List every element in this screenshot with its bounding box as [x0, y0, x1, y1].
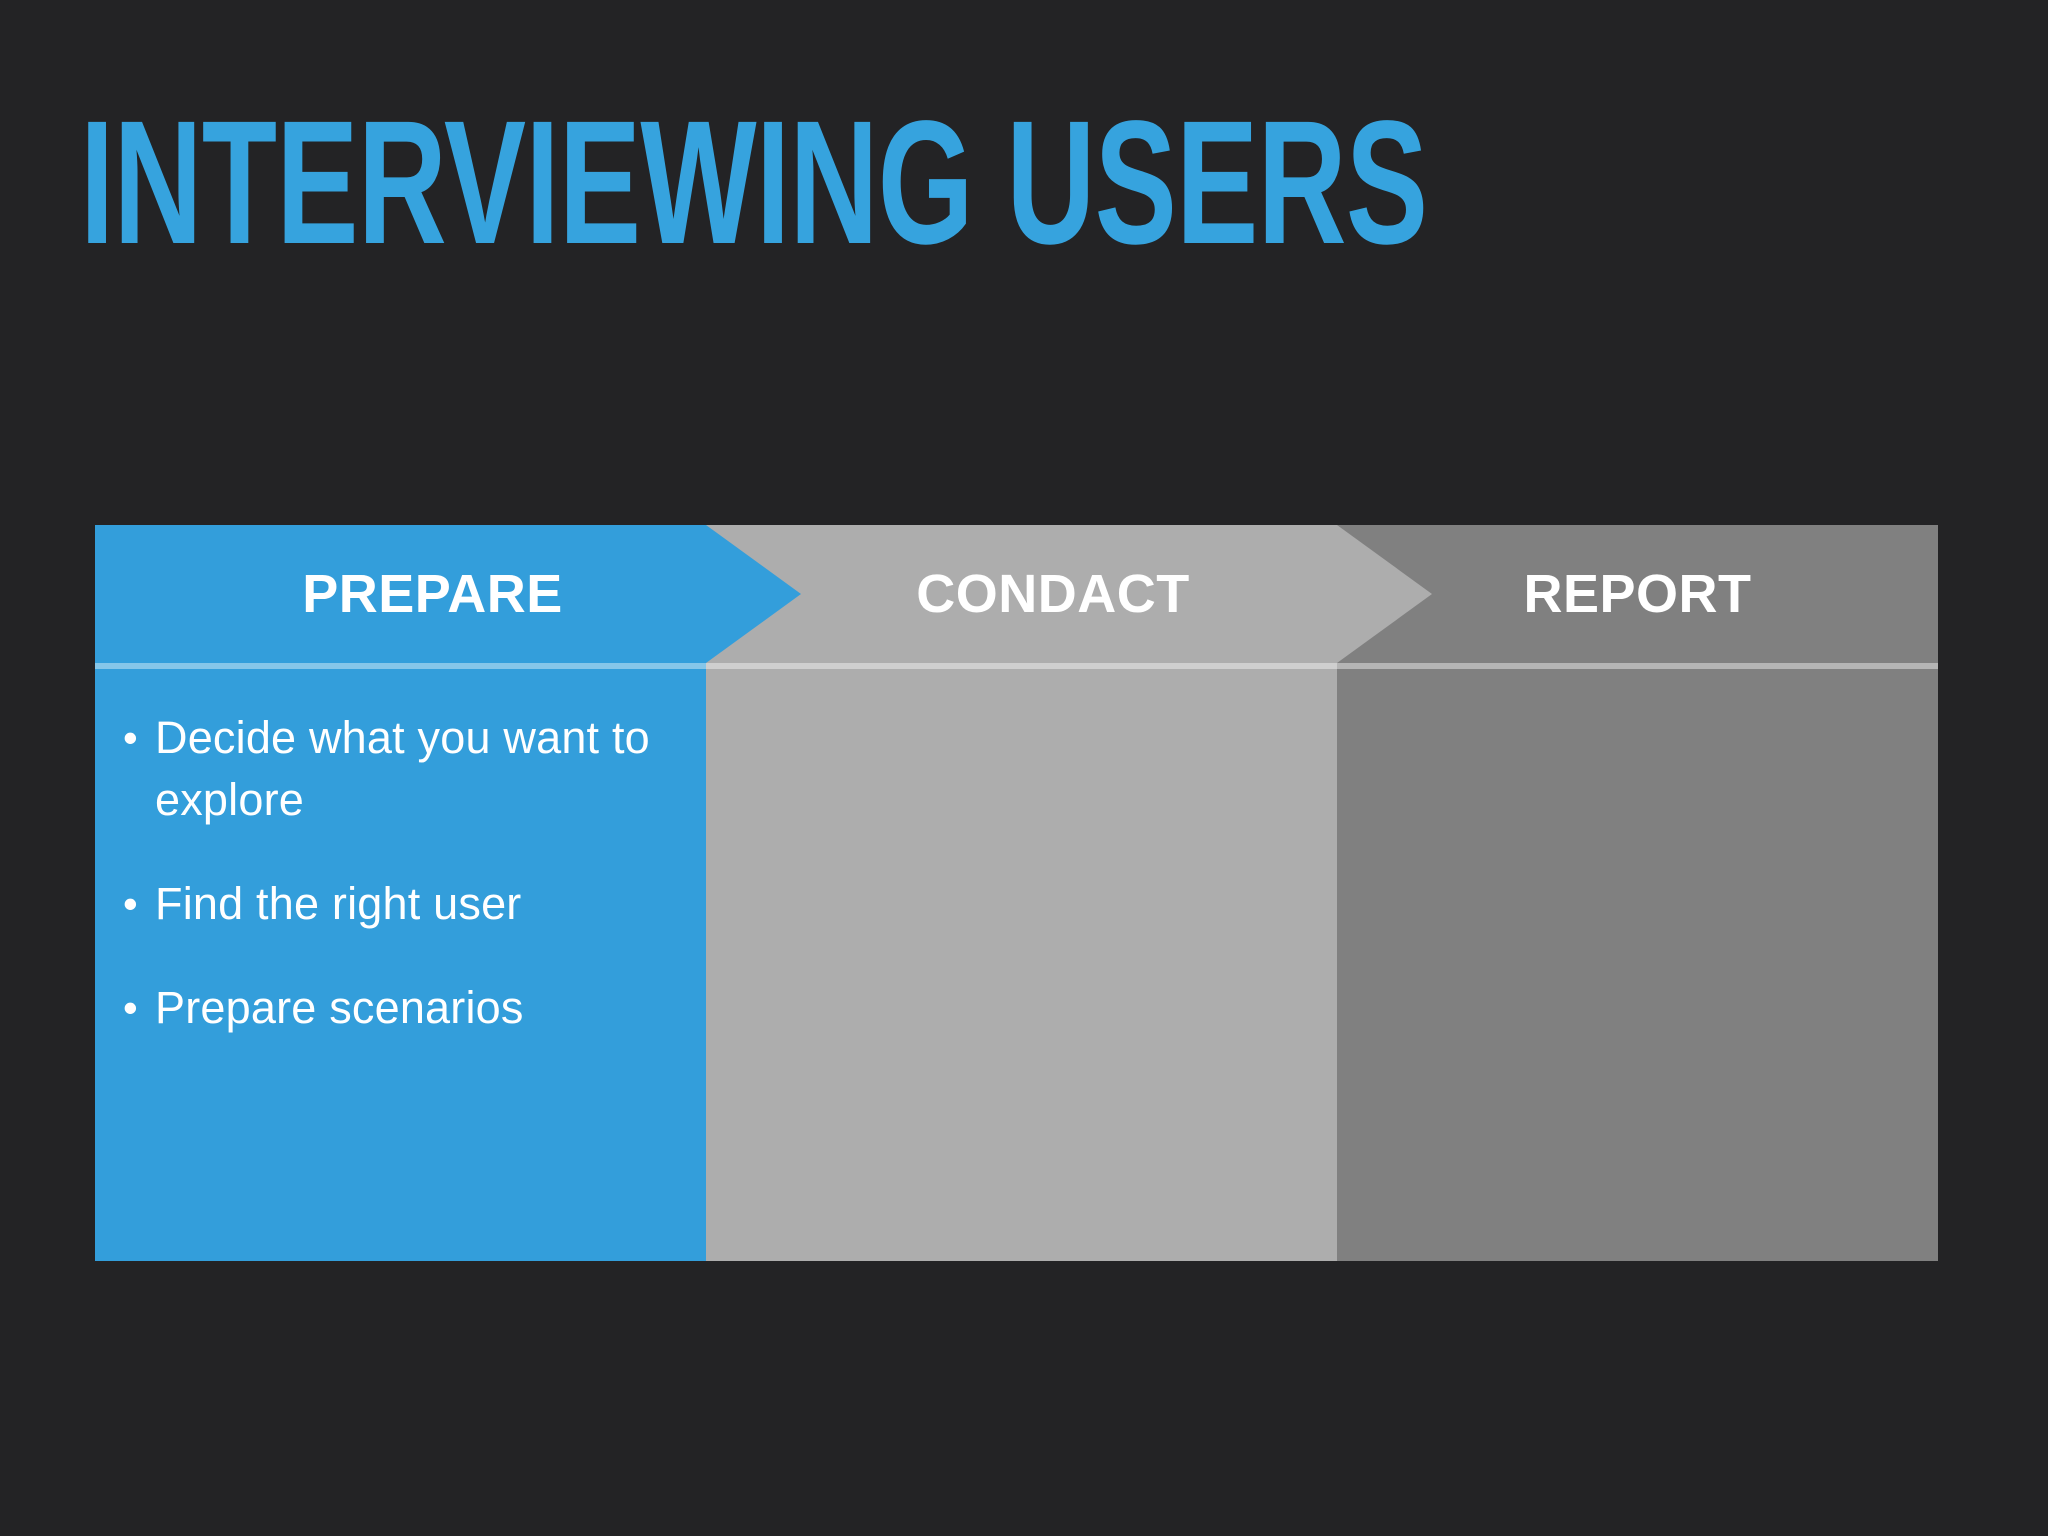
stage-separator-condact [706, 663, 1337, 669]
bullet-list-prepare: • Decide what you want to explore • Find… [123, 707, 683, 1081]
bullet-label: Decide what you want to explore [155, 712, 650, 825]
page-title: INTERVIEWING USERS [80, 85, 1428, 281]
stage-header-report[interactable] [1337, 525, 1938, 663]
bullet-icon: • [123, 984, 138, 1031]
stage-header-prepare[interactable] [95, 525, 770, 663]
stage-body-condact [706, 669, 1337, 1261]
bullet-icon: • [123, 714, 138, 761]
list-item: • Decide what you want to explore [123, 707, 683, 831]
list-item: • Find the right user [123, 873, 683, 935]
stage-separator-report [1337, 663, 1938, 669]
stage-separator-prepare [95, 663, 706, 669]
stage-body-prepare: • Decide what you want to explore • Find… [95, 669, 706, 1261]
stage-body-report [1337, 669, 1938, 1261]
stage-label-condact: CONDACT [916, 564, 1190, 624]
bullet-icon: • [123, 880, 138, 927]
process-diagram: PREPARE CONDACT REPORT • Decide what you… [95, 525, 1938, 1261]
bullet-label: Find the right user [155, 878, 522, 929]
stage-label-prepare: PREPARE [302, 564, 563, 624]
process-header: PREPARE CONDACT REPORT [95, 525, 1938, 663]
stage-label-report: REPORT [1523, 564, 1752, 624]
bullet-label: Prepare scenarios [155, 982, 524, 1033]
list-item: • Prepare scenarios [123, 977, 683, 1039]
stage-header-condact[interactable] [706, 525, 1400, 663]
